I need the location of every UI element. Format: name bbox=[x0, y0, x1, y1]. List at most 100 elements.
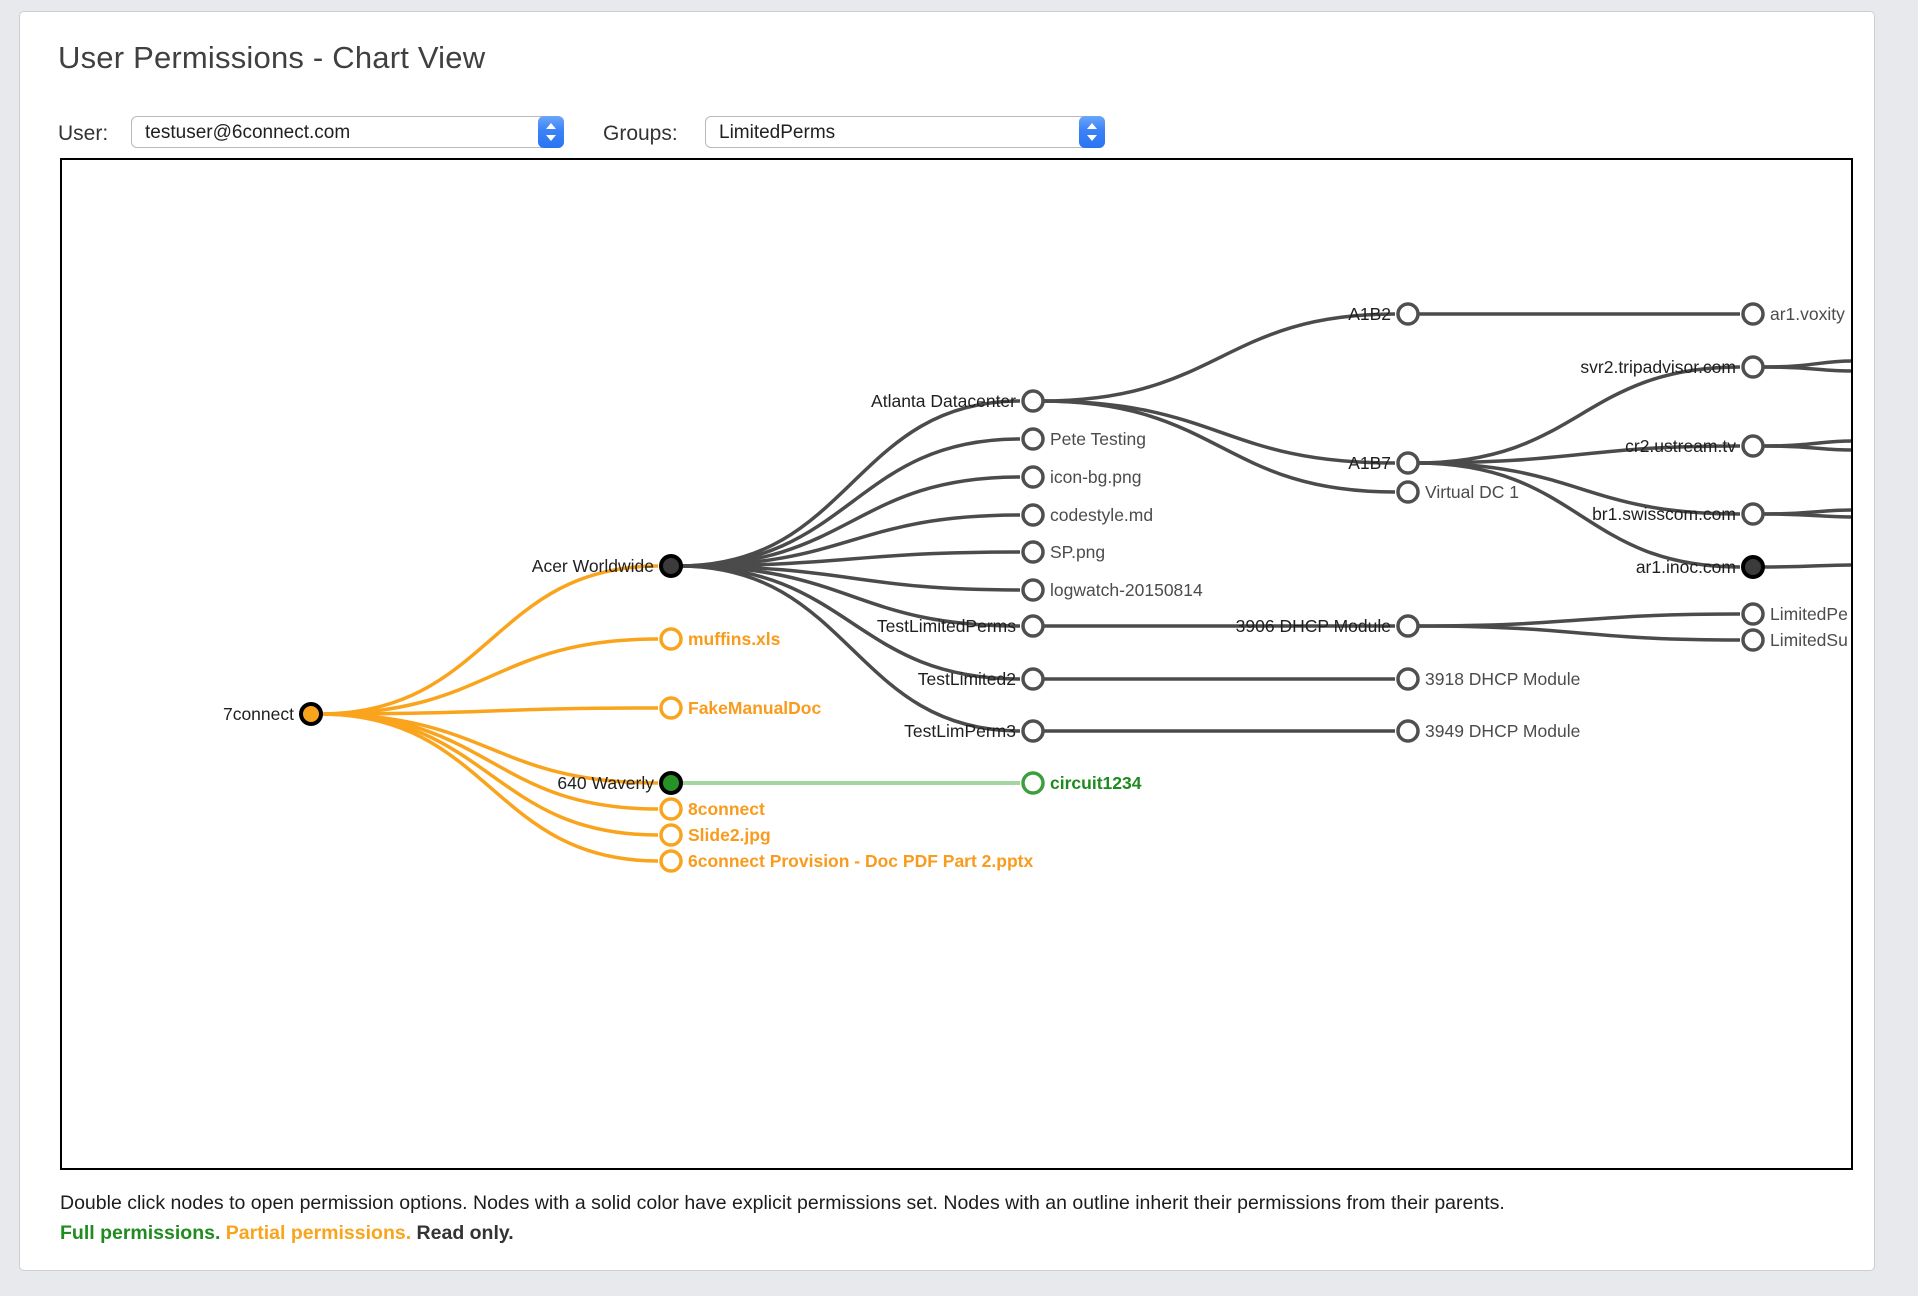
tree-node-label-dhcp3949: 3949 DHCP Module bbox=[1425, 721, 1580, 741]
tree-link-clipped bbox=[1762, 444, 1851, 452]
user-select-value: testuser@6connect.com bbox=[145, 122, 351, 143]
tree-link-clipped bbox=[1762, 563, 1851, 569]
tree-link bbox=[1415, 612, 1741, 628]
legend-partial-permissions: Partial permissions. bbox=[225, 1222, 412, 1244]
tree-node-label-dhcp3918: 3918 DHCP Module bbox=[1425, 669, 1580, 689]
tree-node-label-logwatch: logwatch-20150814 bbox=[1050, 580, 1203, 600]
tree-node-label-ar1voxity: ar1.voxity bbox=[1770, 304, 1845, 324]
tree-node-slide2[interactable] bbox=[659, 823, 683, 847]
tree-node-a1b2[interactable] bbox=[1396, 302, 1420, 326]
tree-node-atlanta[interactable] bbox=[1021, 389, 1045, 413]
tree-link bbox=[318, 712, 659, 811]
tree-node-muffins[interactable] bbox=[659, 627, 683, 651]
tree-link bbox=[678, 550, 1021, 568]
tree-link bbox=[1415, 461, 1741, 516]
tree-node-waverly[interactable] bbox=[659, 771, 683, 795]
tree-link bbox=[318, 564, 659, 716]
chart-instructions: Double click nodes to open permission op… bbox=[60, 1192, 1505, 1214]
chart-footer: Double click nodes to open permission op… bbox=[60, 1188, 1505, 1248]
tree-node-cr2[interactable] bbox=[1741, 434, 1765, 458]
tree-node-dhcp3906[interactable] bbox=[1396, 614, 1420, 638]
tree-link bbox=[678, 564, 1021, 628]
tree-node-label-limitedsu: LimitedSu bbox=[1770, 630, 1848, 650]
tree-node-label-limitedpe: LimitedPe bbox=[1770, 604, 1848, 624]
tree-node-label-testlimperm3: TestLimPerm3 bbox=[904, 721, 1016, 741]
tree-node-label-fakemanualdoc: FakeManualDoc bbox=[688, 698, 821, 718]
tree-node-label-pete: Pete Testing bbox=[1050, 429, 1146, 449]
tree-node-iconbg[interactable] bbox=[1021, 465, 1045, 489]
tree-link bbox=[318, 637, 659, 716]
legend-read-only: Read only. bbox=[416, 1222, 514, 1244]
tree-node-pete[interactable] bbox=[1021, 427, 1045, 451]
tree-node-label-codestyle: codestyle.md bbox=[1050, 505, 1153, 525]
tree-node-label-circuit1234: circuit1234 bbox=[1050, 773, 1142, 793]
tree-link bbox=[1040, 312, 1396, 403]
tree-node-testlimited2[interactable] bbox=[1021, 667, 1045, 691]
tree-node-dhcp3918[interactable] bbox=[1396, 667, 1420, 691]
permissions-tree-svg: 7connect Acer Worldwide muffins.xlsFakeMan… bbox=[223, 302, 1851, 873]
tree-node-provision6[interactable] bbox=[659, 849, 683, 873]
select-stepper-icon bbox=[538, 116, 564, 148]
tree-node-label-sppng: SP.png bbox=[1050, 542, 1105, 562]
tree-node-label-provision6: 6connect Provision - Doc PDF Part 2.pptx bbox=[688, 851, 1033, 871]
tree-link bbox=[1415, 365, 1741, 465]
user-select[interactable]: testuser@6connect.com bbox=[131, 116, 564, 148]
tree-node-testlimitedperms[interactable] bbox=[1021, 614, 1045, 638]
tree-node-label-dhcp3906: 3906 DHCP Module bbox=[1236, 616, 1391, 636]
tree-node-label-a1b2: A1B2 bbox=[1348, 304, 1391, 324]
tree-node-ar1inoc[interactable] bbox=[1741, 555, 1765, 579]
select-stepper-icon bbox=[1079, 116, 1105, 148]
tree-node-fakemanualdoc[interactable] bbox=[659, 696, 683, 720]
tree-node-label-ar1inoc: ar1.inoc.com bbox=[1636, 557, 1736, 577]
tree-node-br1[interactable] bbox=[1741, 502, 1765, 526]
legend-full-permissions: Full permissions. bbox=[60, 1222, 221, 1244]
tree-node-logwatch[interactable] bbox=[1021, 578, 1045, 602]
tree-link bbox=[678, 399, 1021, 568]
tree-node-label-slide2: Slide2.jpg bbox=[688, 825, 771, 845]
user-label: User: bbox=[58, 122, 109, 145]
tree-node-acer[interactable] bbox=[659, 554, 683, 578]
tree-node-connect8[interactable] bbox=[659, 797, 683, 821]
content-card: User Permissions - Chart View User: test… bbox=[19, 11, 1875, 1271]
tree-node-limitedpe[interactable] bbox=[1741, 602, 1765, 626]
tree-link bbox=[1415, 624, 1741, 642]
tree-node-circuit1234[interactable] bbox=[1021, 771, 1045, 795]
tree-link bbox=[678, 564, 1021, 681]
tree-node-label-muffins: muffins.xls bbox=[688, 629, 781, 649]
tree-node-label-7connect: 7connect bbox=[223, 704, 294, 724]
tree-node-svr2[interactable] bbox=[1741, 355, 1765, 379]
tree-node-testlimperm3[interactable] bbox=[1021, 719, 1045, 743]
tree-link bbox=[318, 712, 659, 863]
tree-node-label-br1: br1.swisscom.com bbox=[1592, 504, 1736, 524]
tree-node-dhcp3949[interactable] bbox=[1396, 719, 1420, 743]
tree-node-ar1voxity[interactable] bbox=[1741, 302, 1765, 326]
tree-node-a1b7[interactable] bbox=[1396, 451, 1420, 475]
legend: Full permissions. Partial permissions. R… bbox=[60, 1218, 1505, 1248]
tree-node-label-waverly: 640 Waverly bbox=[557, 773, 654, 793]
tree-node-sppng[interactable] bbox=[1021, 540, 1045, 564]
tree-node-7connect[interactable] bbox=[299, 702, 323, 726]
tree-node-label-atlanta: Atlanta Datacenter bbox=[871, 391, 1016, 411]
groups-select[interactable]: LimitedPerms bbox=[705, 116, 1105, 148]
tree-link bbox=[1415, 461, 1741, 569]
tree-node-label-cr2: cr2.ustream.tv bbox=[1625, 436, 1736, 456]
tree-link bbox=[678, 513, 1021, 568]
tree-link bbox=[318, 706, 659, 716]
page-title: User Permissions - Chart View bbox=[58, 40, 486, 75]
tree-node-label-svr2: svr2.tripadvisor.com bbox=[1580, 357, 1736, 377]
tree-link-clipped bbox=[1762, 365, 1851, 373]
tree-node-label-testlimitedperms: TestLimitedPerms bbox=[877, 616, 1016, 636]
tree-link bbox=[678, 437, 1021, 568]
tree-link bbox=[1415, 444, 1741, 465]
groups-label: Groups: bbox=[603, 122, 678, 145]
tree-node-codestyle[interactable] bbox=[1021, 503, 1045, 527]
tree-node-label-a1b7: A1B7 bbox=[1348, 453, 1391, 473]
tree-node-label-virtualdc1: Virtual DC 1 bbox=[1425, 482, 1519, 502]
tree-node-label-connect8: 8connect bbox=[688, 799, 765, 819]
tree-node-virtualdc1[interactable] bbox=[1396, 480, 1420, 504]
tree-node-label-acer: Acer Worldwide bbox=[532, 556, 654, 576]
tree-node-label-iconbg: icon-bg.png bbox=[1050, 467, 1141, 487]
tree-node-limitedsu[interactable] bbox=[1741, 628, 1765, 652]
